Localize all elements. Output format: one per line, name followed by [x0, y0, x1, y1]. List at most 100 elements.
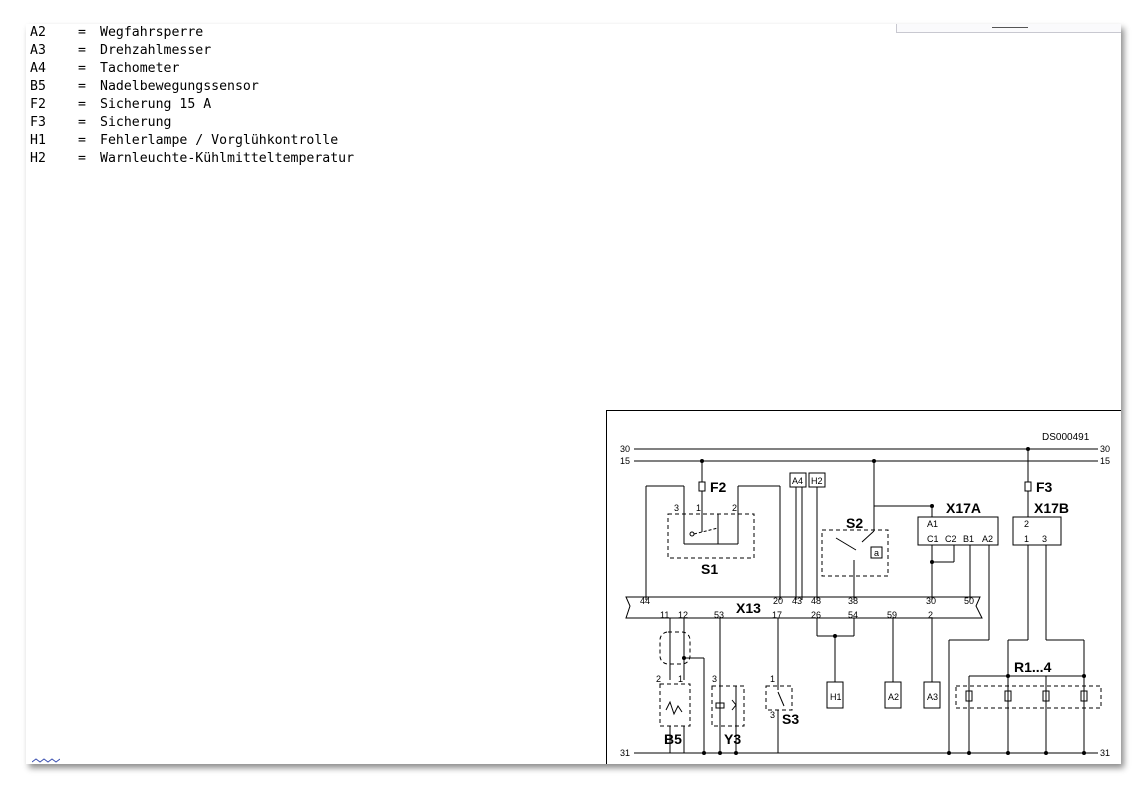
pin-label: 1 — [678, 674, 683, 684]
pin-label: 59 — [887, 610, 897, 620]
pin-label: 17 — [772, 610, 782, 620]
schematic-svg: DS000491 30 15 30 15 31 31 F2 F3 S1 S2 S… — [606, 410, 1121, 764]
pin-label: 3 — [770, 710, 775, 720]
legend-code: F2 — [30, 97, 46, 112]
x17b-box — [1012, 516, 1062, 546]
corner-frame — [896, 24, 1121, 33]
resistor-1-icon — [965, 690, 973, 702]
corner-line — [992, 24, 1028, 28]
s3-switch-box — [765, 685, 793, 711]
rail-15-label-right: 15 — [1100, 456, 1110, 466]
pin-label: 1 — [1024, 534, 1029, 544]
legend-equals: = — [78, 79, 86, 94]
x13-label: X13 — [736, 600, 761, 616]
pin-label: C2 — [945, 534, 957, 544]
resistor-2-icon — [1004, 690, 1012, 702]
pin-label: 50 — [964, 596, 974, 606]
b5-sensor-box — [659, 683, 691, 727]
f3-fuse-icon — [1024, 481, 1032, 492]
resistor-4-icon — [1080, 690, 1088, 702]
wiring-schematic: DS000491 30 15 30 15 31 31 F2 F3 S1 S2 S… — [606, 410, 1121, 764]
legend-row: H1 = Fehlerlampe / Vorglühkontrolle — [30, 132, 354, 150]
x17a-label: X17A — [946, 500, 981, 516]
s2-contact-label: a — [874, 548, 879, 558]
s2-label: S2 — [846, 515, 863, 531]
s1-contact-icon — [689, 531, 695, 537]
legend-code: A2 — [30, 25, 46, 40]
legend-code: A3 — [30, 43, 46, 58]
legend-code: A4 — [30, 61, 46, 76]
a2-label: A2 — [888, 692, 899, 702]
legend-description: Fehlerlampe / Vorglühkontrolle — [100, 133, 339, 148]
legend-description: Warnleuchte-Kühlmitteltemperatur — [100, 151, 355, 166]
f2-label: F2 — [710, 479, 727, 495]
pin-label: C1 — [927, 534, 939, 544]
y3-valve-box — [711, 685, 745, 727]
rail-31-label-right: 31 — [1100, 748, 1110, 758]
a4-label: A4 — [792, 476, 803, 486]
pin-label: A1 — [927, 519, 938, 529]
pin-label: 20 — [773, 596, 783, 606]
legend-row: A3 = Drehzahlmesser — [30, 42, 354, 60]
legend-equals: = — [78, 61, 86, 76]
x13-connector — [625, 596, 983, 619]
legend-row: B5 = Nadelbewegungssensor — [30, 78, 354, 96]
rail-30-label-left: 30 — [620, 444, 630, 454]
s1-label: S1 — [701, 561, 718, 577]
pin-label: 12 — [678, 610, 688, 620]
legend-description: Nadelbewegungssensor — [100, 79, 259, 94]
legend-code: F3 — [30, 115, 46, 130]
pin-label: 48 — [811, 596, 821, 606]
pin-label: A2 — [982, 534, 993, 544]
pin-label: 1 — [696, 503, 701, 513]
legend-equals: = — [78, 43, 86, 58]
pin-label: 2 — [1024, 519, 1029, 529]
rail-31-label-left: 31 — [620, 748, 630, 758]
y3-coil-icon — [715, 702, 725, 709]
legend-equals: = — [78, 115, 86, 130]
legend-code: H2 — [30, 151, 46, 166]
legend-row: A4=Tachometer — [30, 60, 354, 78]
rail-15-label-left: 15 — [620, 456, 630, 466]
pin-label: 30 — [926, 596, 936, 606]
x17a-box — [917, 516, 999, 546]
h2-label: H2 — [811, 476, 823, 486]
h1-label: H1 — [830, 692, 842, 702]
s2-contact-box — [870, 546, 883, 559]
x17b-label: X17B — [1034, 500, 1069, 516]
pin-label: 2 — [656, 674, 661, 684]
pin-label: 44 — [640, 596, 650, 606]
pin-label: 2 — [732, 503, 737, 513]
legend-code: H1 — [30, 133, 46, 148]
pin-label: 3 — [1042, 534, 1047, 544]
legend-equals: = — [78, 97, 86, 112]
legend-description: Sicherung 15 A — [100, 97, 212, 112]
y3-label: Y3 — [724, 731, 741, 747]
s1-switch-box — [667, 513, 755, 559]
legend-row: H2=Warnleuchte-Kühlmitteltemperatur — [30, 150, 354, 168]
legend-row: F2 = Sicherung 15 A — [30, 96, 354, 114]
pin-label: 38 — [848, 596, 858, 606]
bottom-mark-icon — [32, 758, 60, 763]
pin-label: 2 — [928, 610, 933, 620]
r1-4-resistor-box — [955, 685, 1102, 709]
legend-description: Sicherung — [100, 115, 172, 130]
a4-box — [789, 472, 807, 488]
legend-equals: = — [78, 25, 86, 40]
legend-equals: = — [78, 133, 86, 148]
pin-label: 3 — [674, 503, 679, 513]
legend-description: Drehzahlmesser — [100, 43, 212, 58]
b5-shield — [659, 631, 691, 665]
pin-label: 54 — [848, 610, 858, 620]
resistor-3-icon — [1042, 690, 1050, 702]
pin-label: 53 — [714, 610, 724, 620]
b5-coil-icon — [665, 700, 683, 716]
b5-label: B5 — [664, 731, 682, 747]
pin-label: 3 — [712, 674, 717, 684]
legend-code: B5 — [30, 79, 46, 94]
schematic-frame — [606, 410, 1121, 764]
a3-box — [923, 681, 941, 709]
legend-row: A2=Wegfahrsperre — [30, 24, 354, 42]
